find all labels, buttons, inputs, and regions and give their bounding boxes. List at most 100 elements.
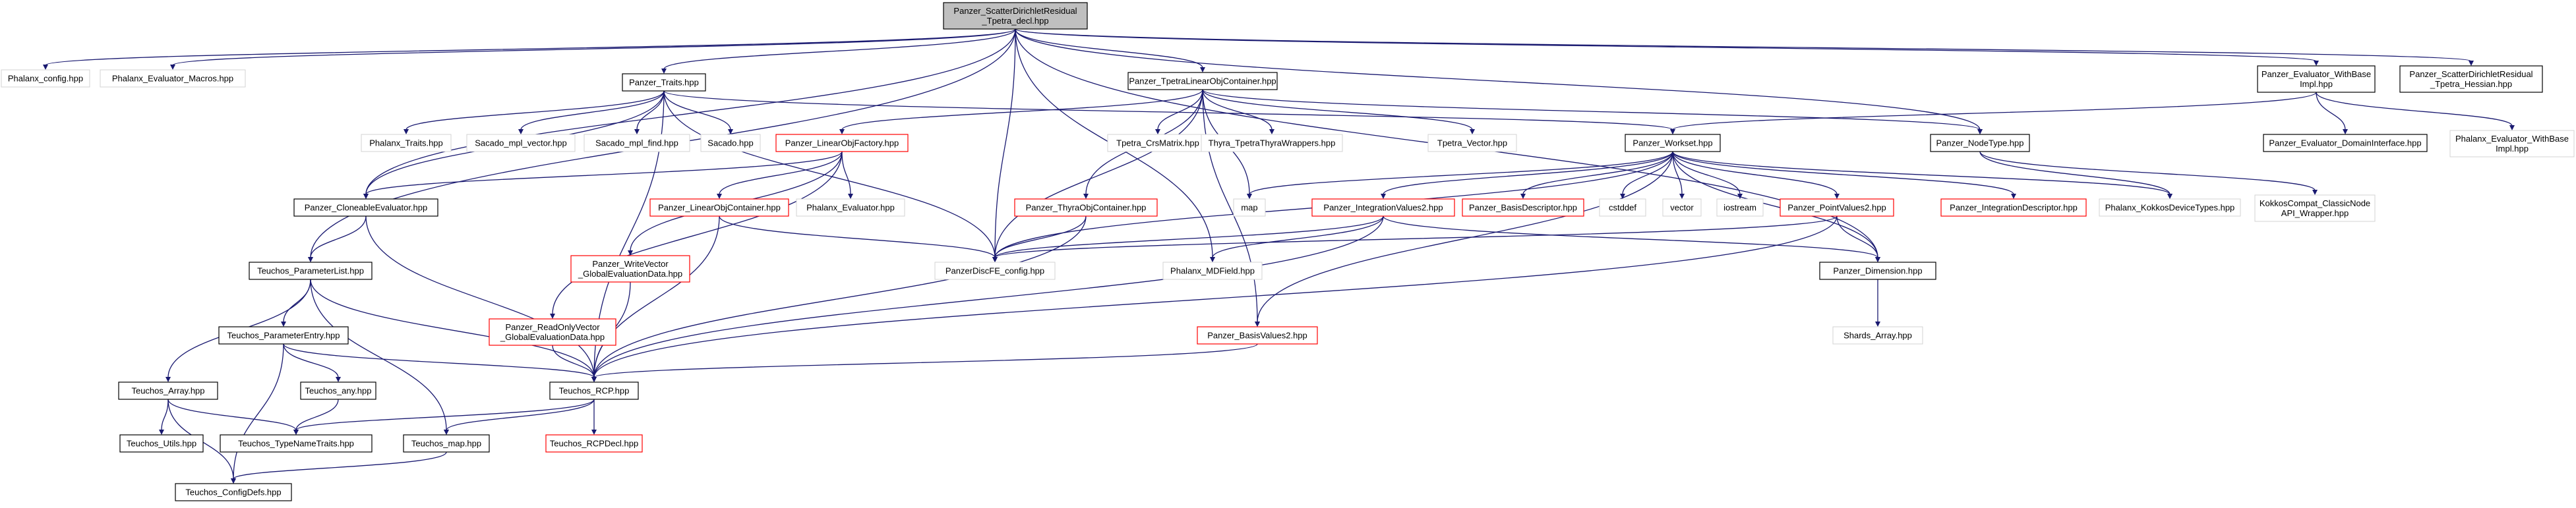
node-label: Phalanx_Traits.hpp (369, 138, 443, 148)
edge-arrowhead (2314, 61, 2319, 66)
node-teuchos-array[interactable]: Teuchos_Array.hpp (118, 381, 218, 400)
node-teuchos-parameterentry[interactable]: Teuchos_ParameterEntry.hpp (218, 326, 349, 345)
edge-panzer-loc-factory-to-phalanx-evaluator (841, 151, 851, 195)
node-label: _Tpetra_decl.hpp (981, 16, 1048, 26)
edge-panzer-eval-withbase-to-panzer-workset (1672, 92, 2317, 130)
node-box (1197, 326, 1318, 345)
node-label: Phalanx_Evaluator_Macros.hpp (112, 74, 233, 84)
edge-arrowhead (1255, 322, 1260, 327)
edge-arrowhead (2469, 61, 2474, 66)
node-box (1662, 198, 1702, 217)
edge-teuchos-array-to-teuchos-utils (161, 399, 169, 431)
node-panzer-thyra-oc[interactable]: Panzer_ThyraObjContainer.hpp (1014, 198, 1158, 217)
node-panzer-readonly-vector[interactable]: Panzer_ReadOnlyVector_GlobalEvaluationDa… (489, 318, 616, 346)
node-box (1832, 326, 1923, 345)
edge-root-to-panzer-disc-config (994, 28, 1016, 258)
edge-teuchos-map-to-teuchos-configdefs (233, 451, 447, 480)
node-teuchos-typenametraits[interactable]: Teuchos_TypeNameTraits.hpp (220, 434, 373, 453)
node-box (584, 134, 690, 152)
node-box (2257, 65, 2376, 93)
node-teuchos-map[interactable]: Teuchos_map.hpp (403, 434, 490, 453)
edge-arrowhead (1155, 129, 1160, 134)
node-phalanx-kokkos-types: Phalanx_KokkosDeviceTypes.hpp (2099, 198, 2241, 217)
edge-arrowhead (628, 250, 633, 256)
edge-arrowhead (591, 430, 597, 435)
edge-panzer-tpetra-loc-to-tpetra-vector (1202, 89, 1473, 130)
node-label: Panzer_LinearObjFactory.hpp (785, 138, 899, 148)
node-teuchos-rcpdecl[interactable]: Teuchos_RCPDecl.hpp (545, 434, 643, 453)
edge-root-to-phalanx-evaluator-macros (172, 28, 1016, 66)
edge-arrowhead (1679, 194, 1685, 199)
node-label: API_Wrapper.hpp (2281, 208, 2349, 218)
edge-arrowhead (634, 129, 640, 134)
edge-arrowhead (2343, 129, 2348, 134)
node-panzer-scatter-hessian[interactable]: Panzer_ScatterDirichletResidual_Tpetra_H… (2399, 65, 2543, 93)
node-label: Panzer_Evaluator_DomainInterface.hpp (2269, 138, 2421, 148)
edge-panzer-intvalues2-to-teuchos-rcp (593, 215, 1384, 378)
edge-arrowhead (444, 430, 449, 435)
edge-arrowhead (231, 478, 236, 484)
node-teuchos-parameterlist[interactable]: Teuchos_ParameterList.hpp (249, 262, 373, 280)
edge-arrowhead (308, 257, 313, 262)
node-panzer-intvalues2[interactable]: Panzer_IntegrationValues2.hpp (1311, 198, 1455, 217)
node-label: _GlobalEvaluationData.hpp (578, 269, 682, 279)
node-panzer-intdesc[interactable]: Panzer_IntegrationDescriptor.hpp (1940, 198, 2087, 217)
edge-arrowhead (848, 194, 853, 199)
node-panzer-cloneable[interactable]: Panzer_CloneableEvaluator.hpp (293, 198, 438, 217)
edge-panzer-traits-to-panzer-workset (663, 90, 1673, 130)
edge-arrowhead (1083, 194, 1089, 199)
node-panzer-eval-domain[interactable]: Panzer_Evaluator_DomainInterface.hpp (2263, 134, 2428, 152)
node-panzer-workset[interactable]: Panzer_Workset.hpp (1625, 134, 1721, 152)
node-phalanx-evaluator: Phalanx_Evaluator.hpp (796, 198, 905, 217)
edge-arrowhead (839, 129, 845, 134)
node-panzer-loc-factory[interactable]: Panzer_LinearObjFactory.hpp (775, 134, 909, 152)
edge-arrowhead (1670, 129, 1675, 134)
node-box (1716, 198, 1764, 217)
node-label: Panzer_CloneableEvaluator.hpp (305, 203, 427, 213)
node-box (1625, 134, 1721, 152)
node-box (1127, 72, 1278, 90)
edge-arrowhead (43, 65, 48, 70)
node-label: Phalanx_KokkosDeviceTypes.hpp (2105, 203, 2235, 213)
edge-teuchos-rcp-to-teuchos-typenametraits (295, 399, 595, 431)
node-panzer-basisvalues2[interactable]: Panzer_BasisValues2.hpp (1197, 326, 1318, 345)
node-label: Teuchos_RCP.hpp (559, 386, 630, 396)
node-box (466, 134, 576, 152)
edge-arrowhead (661, 69, 667, 74)
node-label: Panzer_BasisDescriptor.hpp (1469, 203, 1577, 213)
node-panzer-loc[interactable]: Panzer_LinearObjContainer.hpp (649, 198, 789, 217)
node-label: Panzer_NodeType.hpp (1936, 138, 2024, 148)
node-teuchos-any[interactable]: Teuchos_any.hpp (300, 381, 376, 400)
edge-panzer-traits-to-sacado-mpl-find (636, 90, 665, 130)
node-label: Panzer_Evaluator_WithBase (2261, 69, 2371, 79)
node-panzer-nodetype[interactable]: Panzer_NodeType.hpp (1930, 134, 2030, 152)
node-root[interactable]: Panzer_ScatterDirichletResidual_Tpetra_d… (943, 2, 1088, 30)
edge-panzer-workset-to-map (1249, 151, 1673, 195)
node-panzer-tpetra-loc[interactable]: Panzer_TpetraLinearObjContainer.hpp (1127, 72, 1278, 90)
edge-arrowhead (170, 65, 175, 70)
node-sacado-mpl-vector: Sacado_mpl_vector.hpp (466, 134, 576, 152)
node-teuchos-utils[interactable]: Teuchos_Utils.hpp (119, 434, 204, 453)
edge-panzer-tpetra-loc-to-panzer-basisvalues2 (1202, 89, 1258, 323)
node-label: KokkosCompat_ClassicNode (2260, 198, 2370, 208)
node-teuchos-configdefs[interactable]: Teuchos_ConfigDefs.hpp (175, 483, 292, 501)
node-box (1930, 134, 2030, 152)
node-panzer-dimension[interactable]: Panzer_Dimension.hpp (1819, 262, 1936, 280)
edge-panzer-workset-to-iostream (1672, 151, 1741, 195)
node-box (118, 381, 218, 400)
node-label: Panzer_LinearObjContainer.hpp (658, 203, 781, 213)
node-panzer-pointvalues2[interactable]: Panzer_PointValues2.hpp (1780, 198, 1894, 217)
node-panzer-basisdesc[interactable]: Panzer_BasisDescriptor.hpp (1462, 198, 1584, 217)
edge-panzer-cloneable-to-teuchos-parameterlist (310, 215, 367, 258)
node-sacado-mpl-find: Sacado_mpl_find.hpp (584, 134, 690, 152)
node-box (649, 198, 789, 217)
node-panzer-write-vector[interactable]: Panzer_WriteVector_GlobalEvaluationData.… (570, 255, 690, 283)
node-box (1201, 134, 1343, 152)
node-label: Tpetra_Vector.hpp (1437, 138, 1507, 148)
node-teuchos-rcp[interactable]: Teuchos_RCP.hpp (549, 381, 639, 400)
node-panzer-traits[interactable]: Panzer_Traits.hpp (622, 73, 706, 92)
node-box (249, 262, 373, 280)
